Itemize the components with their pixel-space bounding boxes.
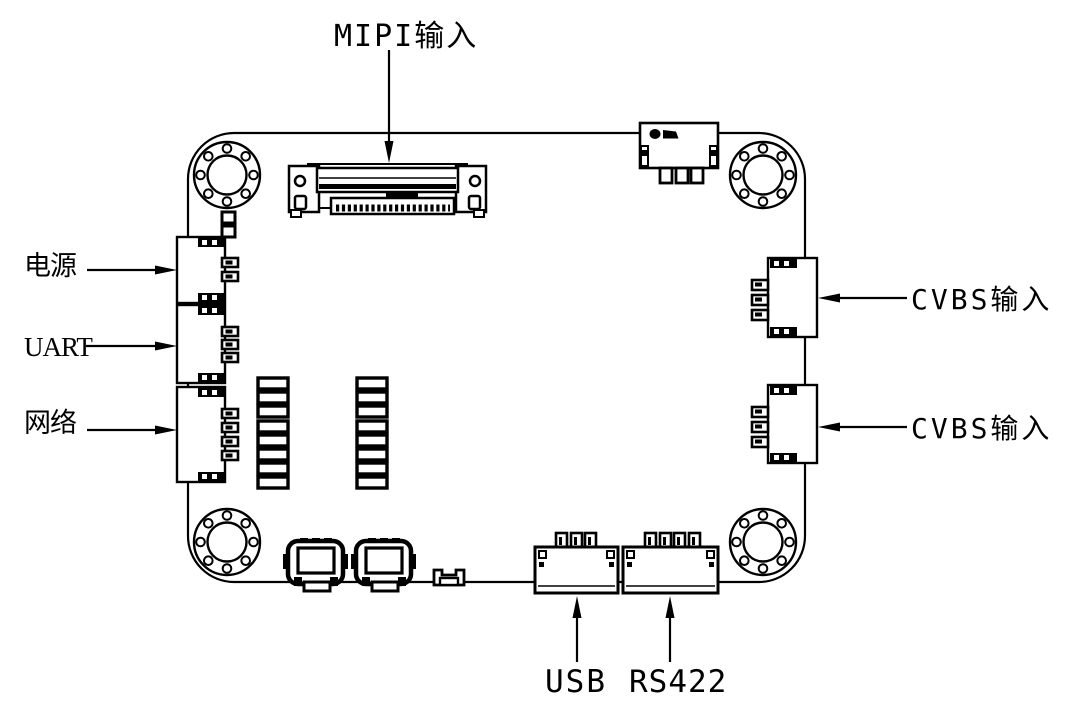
mounting-hole-top-left [192, 140, 262, 210]
rs422-arrow [665, 596, 675, 662]
mipi-arrow [384, 50, 394, 163]
label-uart: UART [24, 332, 93, 362]
cvbs-bottom-arrow [818, 422, 907, 432]
pad-array-left [256, 376, 290, 490]
button-component [432, 568, 466, 587]
label-usb: USB [545, 664, 607, 700]
label-power: 电源 [24, 251, 77, 281]
usb-socket-connector-2 [351, 538, 416, 593]
label-cvbs-input-top: CVBS输入 [911, 283, 1053, 316]
label-network: 网络 [24, 408, 77, 438]
network-connector [175, 385, 240, 484]
mounting-hole-top-right [728, 140, 798, 210]
usb-connector [533, 531, 620, 595]
rs422-connector [621, 531, 720, 595]
usb-socket-connector-1 [283, 538, 348, 593]
board-outline [186, 131, 807, 584]
mounting-hole-bottom-left [192, 507, 262, 577]
label-rs422: RS422 [629, 664, 728, 700]
network-arrow [87, 425, 177, 435]
cvbs-connector-top [750, 256, 819, 339]
label-mipi-input: MIPI输入 [334, 19, 479, 54]
aux-connector-top-right [638, 121, 720, 185]
uart-arrow [86, 341, 177, 351]
two-pad-component [220, 210, 237, 239]
label-cvbs-input-bottom: CVBS输入 [911, 412, 1053, 445]
pad-array-right [355, 376, 389, 490]
usb-arrow [572, 596, 582, 662]
mounting-hole-bottom-right [728, 507, 798, 577]
power-connector [175, 235, 240, 305]
power-arrow [87, 265, 177, 275]
cvbs-top-arrow [818, 293, 907, 303]
mipi-connector [287, 163, 488, 218]
cvbs-connector-bottom [750, 383, 819, 465]
uart-connector [175, 303, 240, 385]
aux-connector-marking [649, 129, 679, 139]
